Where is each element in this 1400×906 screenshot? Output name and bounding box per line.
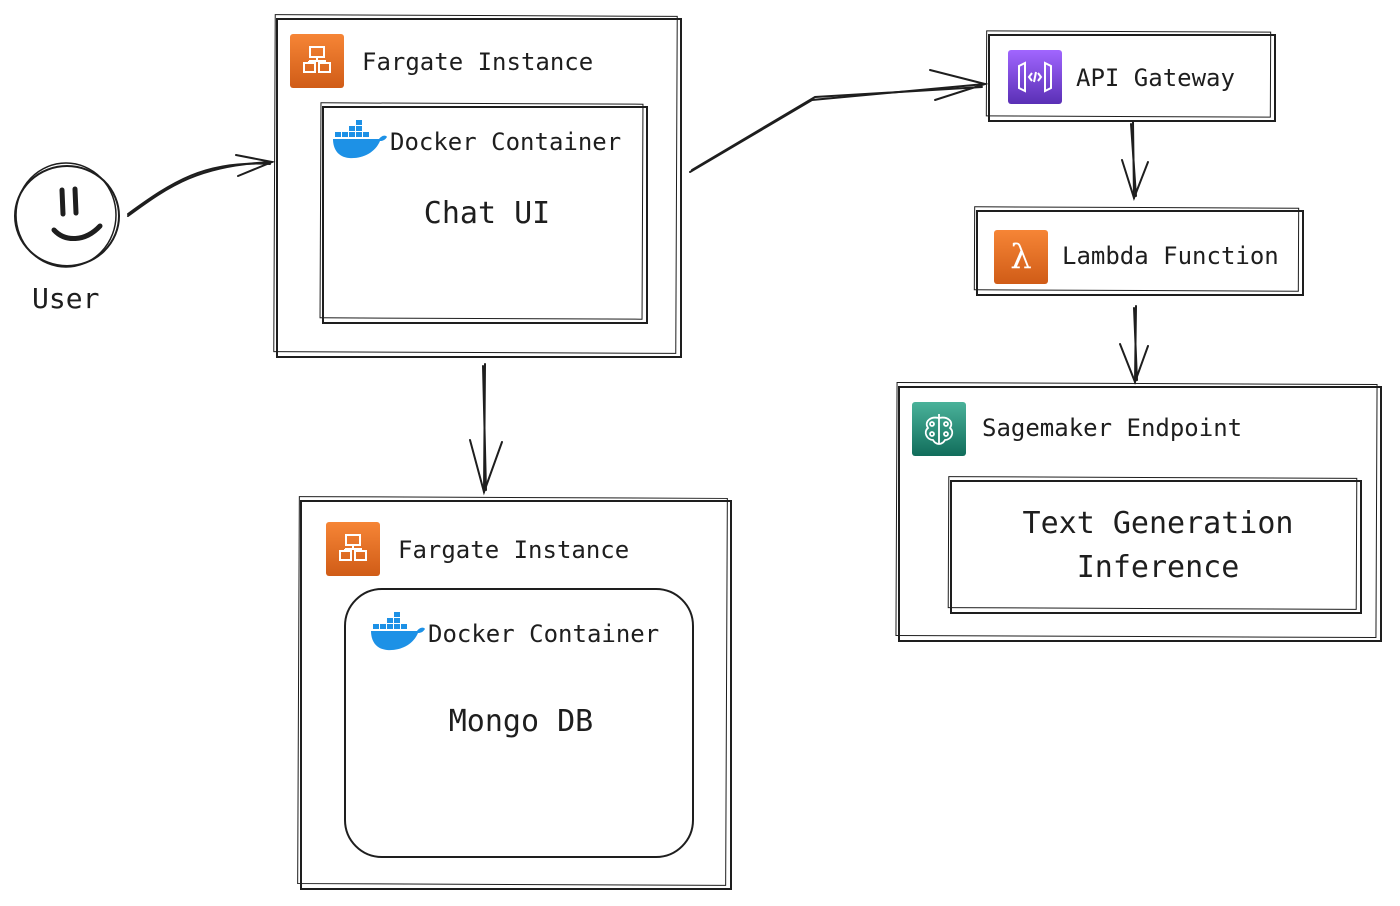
- lambda-icon: λ: [994, 230, 1048, 284]
- db-fargate-instance: Fargate Instance Docker Container Mongo …: [300, 500, 732, 890]
- user-label: User: [32, 282, 100, 315]
- chat-fargate-title: Fargate Instance: [362, 48, 594, 76]
- fargate-icon: [326, 522, 380, 576]
- mongo-db-label: Mongo DB: [448, 704, 594, 739]
- sagemaker-endpoint: Sagemaker Endpoint Text Generation Infer…: [898, 386, 1382, 642]
- chat-container-title: Docker Container: [390, 128, 622, 156]
- docker-icon: [371, 612, 425, 651]
- api-gateway-icon: [1008, 50, 1062, 104]
- lambda-label: Lambda Function: [1062, 242, 1279, 270]
- tgi-label-line1: Text Generation: [1022, 506, 1294, 541]
- chat-ui-label: Chat UI: [423, 196, 551, 231]
- db-fargate-title: Fargate Instance: [398, 536, 630, 564]
- chat-fargate-instance: Fargate Instance Docker Container Chat U…: [276, 18, 682, 358]
- sagemaker-icon: [912, 402, 966, 456]
- db-docker-container: Docker Container Mongo DB: [344, 588, 694, 858]
- user-actor: User: [10, 160, 130, 320]
- api-gateway-label: API Gateway: [1076, 64, 1235, 92]
- sagemaker-title: Sagemaker Endpoint: [982, 414, 1243, 442]
- tgi-container: Text Generation Inference: [950, 480, 1362, 614]
- chat-docker-container: Docker Container Chat UI: [322, 106, 648, 324]
- fargate-icon: [290, 34, 344, 88]
- tgi-label-line2: Inference: [1076, 550, 1240, 585]
- api-gateway-box: API Gateway: [988, 34, 1276, 122]
- lambda-box: λ Lambda Function: [976, 210, 1304, 296]
- db-container-title: Docker Container: [428, 620, 660, 648]
- docker-icon: [333, 120, 387, 159]
- user-face-icon: [14, 162, 120, 268]
